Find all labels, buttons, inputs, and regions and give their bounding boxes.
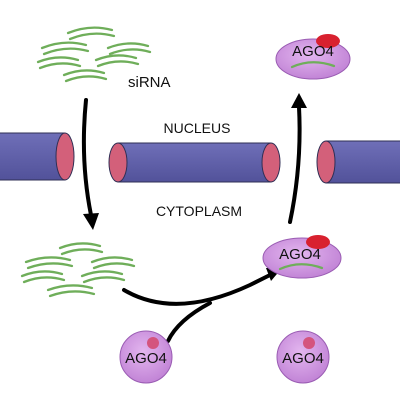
membrane-segment-right (316, 140, 400, 184)
membrane-segment-left (0, 132, 75, 181)
ago4-free-idle: AGO4 (276, 330, 330, 384)
sirna-duplex-icon (66, 26, 116, 41)
sirna-duplex-icon (58, 242, 104, 256)
ago4-dot-icon (147, 337, 159, 349)
membrane-pore-end (55, 132, 75, 181)
arrow-loading-onto-ago4 (122, 273, 272, 306)
sirna-duplex-icon (80, 270, 126, 284)
sirna-cluster-nucleus (36, 26, 152, 83)
ago4-protein-icon (119, 330, 173, 384)
sirna-label: siRNA (128, 74, 171, 91)
sirna-duplex-icon (46, 284, 96, 298)
ago4-complex-nucleus: AGO4 (275, 34, 351, 80)
ago4-label: AGO4 (279, 246, 321, 263)
sirna-duplex-icon (36, 56, 82, 70)
ago4-complex-cytoplasm: AGO4 (262, 235, 342, 279)
bound-sirna-strand (278, 263, 324, 271)
nuclear-membrane (0, 132, 400, 184)
membrane-pore-end (261, 142, 281, 183)
ago4-free-incoming: AGO4 (119, 330, 173, 384)
membrane-pore-end (316, 140, 336, 184)
ago4-dot-icon (303, 337, 315, 349)
arrow-export-to-cytoplasm (81, 98, 93, 217)
ago4-label: AGO4 (292, 43, 334, 60)
ago4-label: AGO4 (282, 350, 324, 367)
sirna-cluster-cytoplasm (20, 242, 136, 298)
ago4-cap-icon (306, 235, 330, 249)
bound-sirna-strand (290, 61, 336, 69)
ago4-protein-icon (275, 38, 351, 80)
sirna-duplex-icon (106, 42, 152, 56)
ago4-protein-icon (276, 330, 330, 384)
ago4-cap-icon (316, 34, 340, 48)
arrowhead-up-icon (291, 93, 307, 108)
cytoplasm-label: CYTOPLASM (156, 203, 242, 219)
sirna-duplex-icon (24, 256, 74, 270)
sirna-duplex-icon (90, 256, 136, 270)
sirna-duplex-icon (40, 41, 90, 56)
arrowhead-down-icon (83, 213, 99, 230)
ago4-label: AGO4 (125, 350, 167, 367)
pathway-arrows (81, 98, 302, 343)
membrane-pore-end (108, 142, 128, 183)
arrow-import-to-nucleus (288, 105, 302, 224)
sirna-duplex-icon (62, 69, 108, 83)
sirna-duplex-icon (94, 54, 140, 68)
sirna-duplex-icon (20, 270, 66, 284)
arrow-ago4-join (166, 301, 212, 343)
membrane-segment-middle (108, 142, 281, 183)
nucleus-label: NUCLEUS (164, 120, 231, 136)
